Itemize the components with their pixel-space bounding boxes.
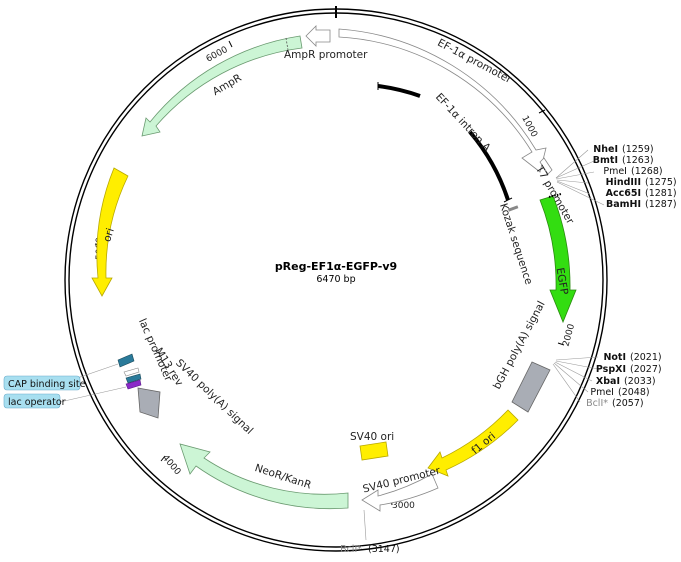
site-pos: (1268) [631,166,663,177]
site-name: BamHI [606,199,641,210]
feature-ori [91,167,129,297]
site-name: PmeI [603,166,627,177]
site-pos: (2057) [612,398,644,409]
feature-sv40-polya [137,387,161,419]
feature-ampr [141,35,303,137]
sites-top: NheI (1259) BmtI (1263) PmeI (1268) Hind… [593,144,677,210]
feature-cap-binding-site [117,353,135,368]
feature-label: AmpR promoter [284,49,368,61]
site-name: NheI [593,144,618,155]
site-name: BclI* [586,398,608,409]
tick-label: 4000 [160,453,183,477]
feature-ef1a-intron-part2 [468,130,510,201]
feature-bgh-polya [511,361,551,413]
site-name: NotI [603,352,626,363]
site-pos: (2033) [624,376,656,387]
feature-label: ori [101,227,117,244]
site-name: BmtI [593,155,618,166]
feature-sv40-ori [359,441,389,461]
site-name: HindIII [606,177,641,188]
feature-label: SV40 poly(A) signal [173,357,255,437]
feature-sv40-promoter [361,473,439,512]
feature-f1-ori [427,409,519,477]
site-pos: (2027) [630,364,662,375]
site-pos: (2048) [618,387,650,398]
site-pos: (3147) [368,544,400,555]
site-pos: (1275) [645,177,677,188]
feature-t7-promoter [539,157,553,175]
site-leaders-top [555,149,605,206]
site-pos: (1287) [645,199,677,210]
site-name: BclI* [340,544,362,555]
feature-ef1a-promoter [338,28,547,173]
site-pos: (2021) [630,352,662,363]
site-name: XbaI [596,376,620,387]
site-leader-bottom [363,509,367,541]
callout-cap-box [3,375,81,391]
site-pos: (1259) [622,144,654,155]
tick-label: 2000 [562,323,578,348]
feature-label: EF-1α intron A [433,91,493,154]
tick-label: 3000 [392,501,415,511]
site-name: PspXI [596,364,626,375]
intron-end-bar [503,197,513,203]
feature-label: EF-1α promoter [435,37,514,86]
feature-m13-rev [125,373,142,384]
feature-lac-promoter [123,367,140,377]
callout-cap-label: CAP binding site [8,379,86,390]
feature-ampr-promoter [305,25,331,47]
mcs-marker [548,193,562,198]
feature-kozak [507,205,519,212]
feature-label: EGFP [554,267,571,296]
feature-label: Kozak sequence [497,202,535,286]
plasmid-size: 6470 bp [316,274,355,285]
feature-label: SV40 ori [350,431,394,443]
plasmid-name: pReg-EF1α-EGFP-v9 [275,260,397,273]
feature-neor-kanr [179,443,349,510]
site-pos: (1263) [622,155,654,166]
sites-mid: NotI (2021) PspXI (2027) XbaI (2033) Pme… [586,352,662,409]
callout-lacop-label: lac operator [8,397,66,408]
site-pos: (1281) [645,188,677,199]
feature-ef1a-intron-part1 [377,84,421,98]
site-name: PmeI [590,387,614,398]
callout-lacop-box [3,393,61,409]
feature-egfp [539,195,577,324]
feature-lac-operator [125,379,142,390]
callout-leader-lacop [59,386,127,403]
site-name: Acc65I [606,188,641,199]
site-leaders-mid [552,356,599,403]
